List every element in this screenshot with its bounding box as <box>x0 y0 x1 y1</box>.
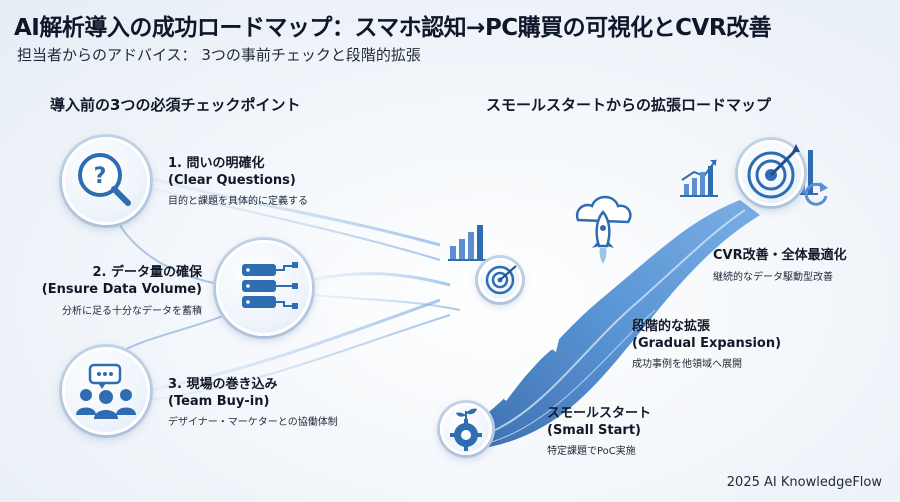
river-arrow-head <box>546 335 560 352</box>
check-2-desc: 分析に足る十分なデータを蓄積 <box>62 306 202 317</box>
stage-3-desc: 継続的なデータ駆動型改善 <box>713 272 833 283</box>
right-section-title: スモールスタートからの拡張ロードマップ <box>486 96 772 114</box>
footer-credit: 2025 AI KnowledgeFlow <box>726 475 882 490</box>
svg-text:?: ? <box>94 164 107 189</box>
target-large-circle <box>738 140 804 206</box>
wisp-5 <box>149 298 441 392</box>
river-streak <box>479 309 656 446</box>
target-small-circle <box>478 258 522 302</box>
wisp-3 <box>309 272 451 287</box>
stage-3-title: CVR改善・全体最適化 <box>713 248 847 263</box>
magnifier-question-icon: ? <box>78 153 131 206</box>
bar-chart-small-icon <box>448 225 488 261</box>
wisp-1 <box>149 176 441 247</box>
rocket-cloud-icon <box>575 195 632 264</box>
page-title: AI解析導入の成功ロードマップ：スマホ認知→PC購買の可視化とCVR改善 <box>14 15 772 41</box>
stage-1-title-en: (Small Start) <box>547 423 641 438</box>
target-small-icon <box>485 265 517 295</box>
check-3-title-en: (Team Buy-in) <box>168 394 270 409</box>
roadmap-river <box>455 200 760 450</box>
check-1-title-en: (Clear Questions) <box>168 173 296 188</box>
team-discussion-icon <box>76 363 136 419</box>
check-3-desc: デザイナー・マーケターとの協働体制 <box>168 417 338 428</box>
wisp-4 <box>309 294 461 311</box>
database-circle <box>216 240 312 336</box>
river-arrow-icon <box>503 343 556 401</box>
refresh-icon <box>804 182 828 206</box>
stage-1-desc: 特定課題でPoC実施 <box>547 446 636 457</box>
check-2-title-en: (Ensure Data Volume) <box>41 282 202 297</box>
page-subtitle: 担当者からのアドバイス： 3つの事前チェックと段階的拡張 <box>17 46 421 64</box>
stage-2-title-en: (Gradual Expansion) <box>632 336 782 351</box>
check-1-desc: 目的と課題を具体的に定義する <box>168 196 308 207</box>
left-section-title: 導入前の3つの必須チェックポイント <box>50 96 301 114</box>
check-3-title: 3. 現場の巻き込み <box>168 377 278 392</box>
check-2-title: 2. データ量の確保 <box>92 265 202 280</box>
stage-2-desc: 成功事例を他領域へ展開 <box>632 359 742 370</box>
sprout-gear-icon <box>450 408 482 451</box>
database-icon <box>242 262 298 309</box>
wisp-2 <box>149 187 441 261</box>
river-highlight <box>469 209 746 441</box>
question-circle: ? <box>62 137 150 225</box>
target-large-icon <box>747 144 800 199</box>
stage-2-title: 段階的な拡張 <box>632 319 711 334</box>
sprout-circle <box>440 403 492 455</box>
check-1-title: 1. 問いの明確化 <box>168 156 265 171</box>
wisp-6 <box>149 314 451 401</box>
team-circle <box>62 347 150 435</box>
stage-1-title: スモールスタート <box>547 406 652 421</box>
